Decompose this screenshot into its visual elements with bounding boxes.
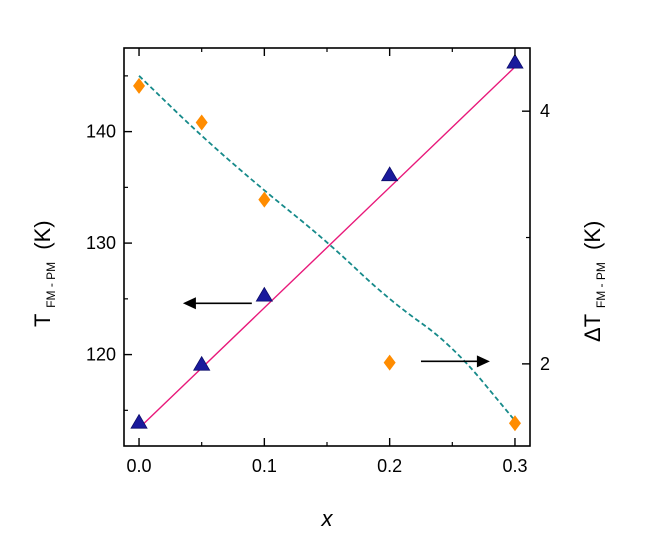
triangle-marker xyxy=(255,286,274,302)
triangle-marker xyxy=(192,355,211,371)
left-y-axis-title-main: T xyxy=(30,314,55,327)
right-y-axis-title-unit: (K) xyxy=(580,221,605,250)
x-tick-label: 0.0 xyxy=(127,456,152,476)
right-arrow-icon xyxy=(420,355,490,368)
left-arrow-icon xyxy=(182,297,252,310)
linear-fit-line xyxy=(138,66,516,429)
arrow-head xyxy=(182,297,196,310)
data-markers xyxy=(130,53,524,432)
x-axis-title: x xyxy=(321,506,334,531)
fit-lines xyxy=(138,66,516,429)
x-tick-label: 0.3 xyxy=(502,456,527,476)
annotation-arrows xyxy=(182,297,490,368)
axis-ticks: 0.0 0.1 0.2 0.3 120 130 140 2 4 xyxy=(86,48,550,476)
left-y-tick-label: 130 xyxy=(86,233,116,253)
diamond-marker xyxy=(133,77,146,94)
x-tick-label: 0.2 xyxy=(377,456,402,476)
left-y-axis-title: T FM - PM (K) xyxy=(30,220,60,327)
right-y-tick-label: 4 xyxy=(540,101,550,121)
diamond-marker xyxy=(195,114,208,131)
right-y-axis-title-main: ΔT xyxy=(580,314,605,342)
left-y-tick-label: 140 xyxy=(86,122,116,142)
right-y-axis-title: ΔT FM - PM (K) xyxy=(580,221,610,342)
arrow-head xyxy=(476,355,490,368)
right-y-axis-title-sub: FM - PM xyxy=(594,262,608,308)
triangle-marker xyxy=(380,166,399,182)
left-y-axis-title-sub: FM - PM xyxy=(44,262,58,308)
left-y-axis-title-unit: (K) xyxy=(30,220,55,249)
triangle-marker xyxy=(130,413,148,429)
diamond-marker xyxy=(383,354,396,371)
dashed-fit-curve xyxy=(138,75,516,422)
triangle-marker xyxy=(506,53,524,69)
right-y-tick-label: 2 xyxy=(540,354,550,374)
diamond-marker xyxy=(258,191,271,208)
left-y-tick-label: 120 xyxy=(86,345,116,365)
diamond-marker xyxy=(508,415,521,432)
x-tick-label: 0.1 xyxy=(252,456,277,476)
